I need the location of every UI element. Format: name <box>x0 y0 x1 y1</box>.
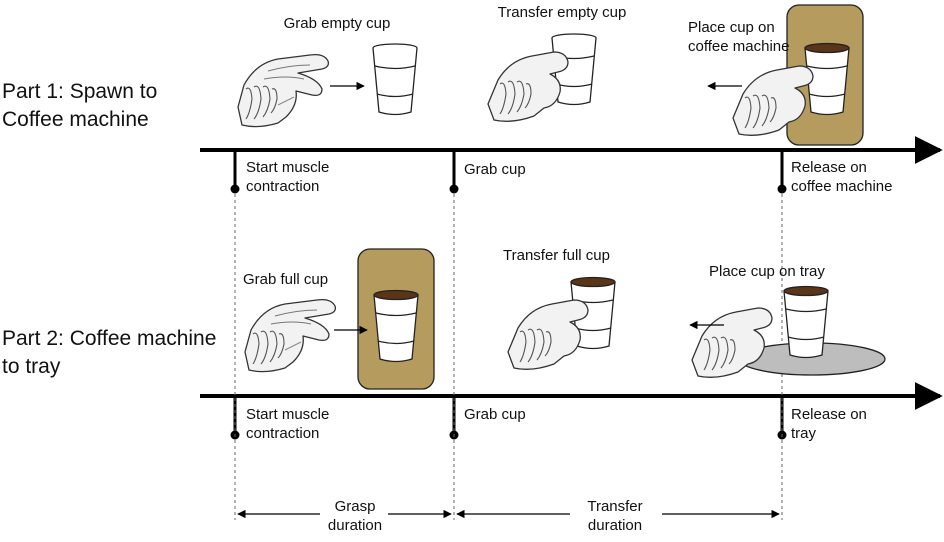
part1-title: Part 1: Spawn to Coffee machine <box>2 80 158 131</box>
prosthetic-hand-icon <box>487 51 569 122</box>
part1-caption-transfer: Transfer empty cup <box>497 4 627 21</box>
paper-cup-icon <box>783 285 829 359</box>
part2-caption-grab: Grab full cup <box>243 271 329 288</box>
paper-cup-icon <box>373 289 419 363</box>
part1-event-start: Start muscle contraction <box>246 159 330 195</box>
part2-title: Part 2: Coffee machine to tray <box>2 327 217 378</box>
part2-event-grab: Grab cup <box>464 406 526 423</box>
part1-caption-place: Place cup on coffee machine <box>688 19 790 55</box>
part1-caption-grab: Grab empty cup <box>283 15 391 32</box>
prosthetic-hand-icon <box>244 298 337 373</box>
part2-event-release: Release on tray <box>791 406 867 442</box>
part1-event-release: Release on coffee machine <box>791 159 893 195</box>
part1-event-grab: Grab cup <box>464 161 526 178</box>
part2-caption-place: Place cup on tray <box>709 263 825 280</box>
part2-event-start: Start muscle contraction <box>246 406 330 442</box>
grasp-duration-label: Grasp duration <box>327 498 383 534</box>
prosthetic-hand-icon <box>507 299 589 370</box>
paper-cup-icon <box>372 43 418 116</box>
part2-caption-transfer: Transfer full cup <box>503 247 610 264</box>
transfer-duration-label: Transfer duration <box>587 498 643 534</box>
prosthetic-hand-icon <box>237 53 330 128</box>
event-ticks-part1 <box>230 150 787 194</box>
